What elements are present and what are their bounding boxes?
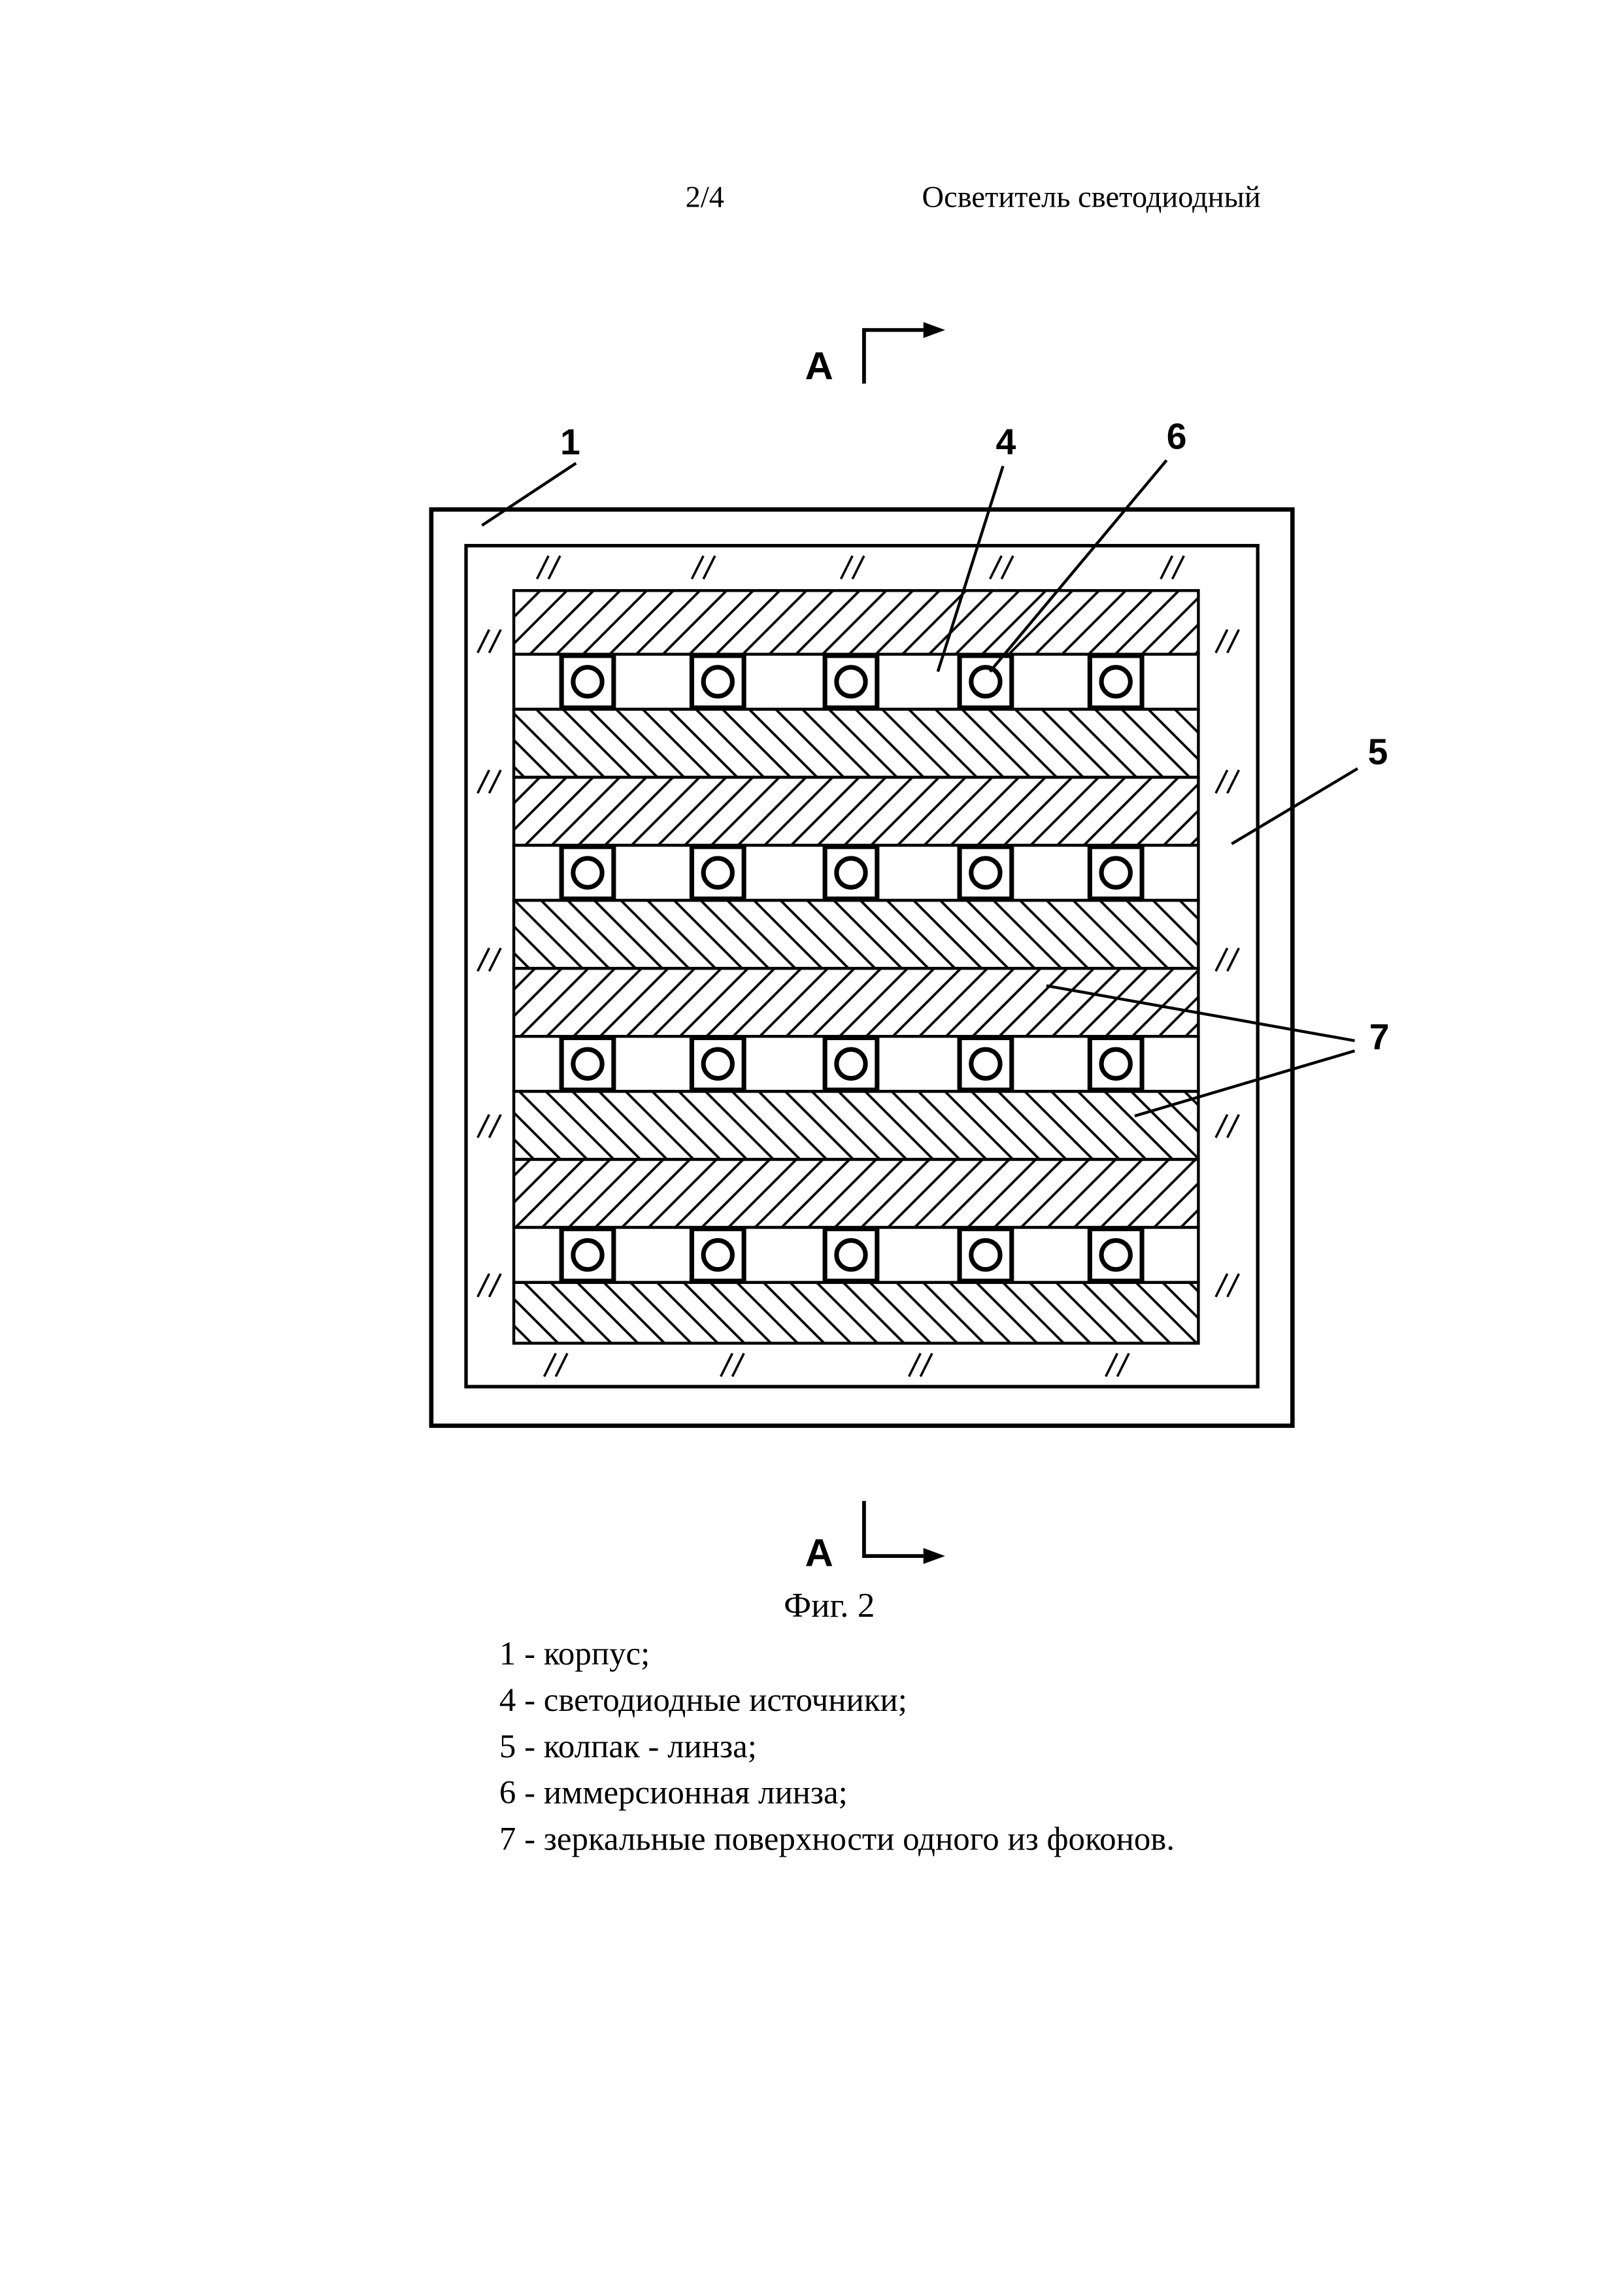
glass-mark	[719, 1352, 745, 1378]
led-source	[960, 847, 1012, 899]
glass-mark	[1214, 1113, 1241, 1139]
led-source	[1090, 847, 1142, 899]
glass-mark	[535, 554, 561, 581]
label-4: 4	[996, 422, 1016, 462]
led-source	[561, 1038, 614, 1090]
glass-mark	[1214, 628, 1241, 654]
led-source	[1090, 1229, 1142, 1281]
led-source	[1090, 1038, 1142, 1090]
led-source	[561, 847, 614, 899]
glass-mark	[839, 554, 865, 581]
led-source	[692, 1229, 744, 1281]
glass-mark	[476, 769, 502, 795]
label-7: 7	[1369, 1017, 1390, 1057]
housing-outer-frame	[429, 507, 1295, 1428]
glass-mark	[690, 554, 716, 581]
glass-mark	[1214, 1272, 1241, 1298]
led-source	[692, 656, 744, 708]
led-source	[960, 656, 1012, 708]
led-source	[960, 1038, 1012, 1090]
section-marker-bottom-bracket	[862, 1500, 924, 1558]
led-source	[825, 847, 877, 899]
page-title: Осветитель светодиодный	[922, 181, 1261, 214]
label-6: 6	[1167, 416, 1187, 456]
glass-mark	[476, 947, 502, 973]
section-marker-top: А	[805, 322, 945, 388]
glass-mark	[476, 1272, 502, 1298]
led-source	[692, 1038, 744, 1090]
glass-mark	[543, 1352, 569, 1378]
reference-labels: 1 4 6 5 7	[481, 416, 1390, 1118]
section-marker-bottom-letter: А	[805, 1531, 833, 1575]
led-source	[692, 847, 744, 899]
mirror-chevron-band	[512, 707, 1200, 779]
legend-item: 7 - зеркальные поверхности одного из фок…	[499, 1821, 1175, 1858]
leader-line-7b	[1134, 1049, 1356, 1118]
led-source	[825, 1038, 877, 1090]
legend-item: 5 - колпак - линза;	[499, 1729, 757, 1765]
section-marker-bottom: А	[805, 1500, 945, 1575]
glass-mark	[988, 554, 1014, 581]
leader-line-1	[481, 462, 577, 527]
section-marker-bottom-arrow-icon	[923, 1547, 945, 1564]
glass-mark	[1160, 554, 1186, 581]
glass-mark	[907, 1352, 933, 1378]
leader-line-4	[936, 465, 1005, 672]
glass-mark	[1214, 769, 1241, 795]
section-marker-top-arrow-icon	[923, 322, 945, 338]
glass-mark	[1214, 947, 1241, 973]
mirror-chevron-band	[512, 1158, 1200, 1229]
page-number: 2/4	[686, 181, 724, 214]
led-source	[960, 1229, 1012, 1281]
label-5: 5	[1368, 732, 1388, 772]
cap-lens-inner-frame	[464, 544, 1260, 1389]
section-marker-top-letter: А	[805, 344, 833, 388]
hatch-band-top	[512, 589, 1200, 656]
mirror-chevron-band	[512, 966, 1200, 1038]
mirror-chevron-band	[512, 775, 1200, 847]
legend-item: 6 - иммерсионная линза;	[499, 1775, 848, 1812]
glass-mark	[476, 1113, 502, 1139]
focon-band-stack	[512, 589, 1200, 1345]
legend: 1 - корпус; 4 - светодиодные источники; …	[499, 1636, 1175, 1857]
leader-line-7a	[1046, 984, 1355, 1043]
mirror-chevron-band	[512, 1090, 1200, 1161]
legend-item: 4 - светодиодные источники;	[499, 1682, 907, 1719]
section-marker-top-bracket	[862, 328, 924, 384]
leader-line-6	[988, 459, 1168, 673]
legend-item: 1 - корпус;	[499, 1636, 650, 1672]
led-source	[561, 1229, 614, 1281]
mirror-chevron-band	[512, 898, 1200, 970]
figure-caption: Фиг. 2	[784, 1587, 875, 1625]
glass-mark	[1104, 1352, 1130, 1378]
leader-line-5	[1231, 767, 1359, 845]
led-source	[1090, 656, 1142, 708]
label-1: 1	[560, 422, 580, 462]
led-source	[825, 656, 877, 708]
led-source	[825, 1229, 877, 1281]
glass-mark	[476, 628, 502, 654]
hatch-band-bottom	[512, 1281, 1200, 1345]
led-source	[561, 656, 614, 708]
